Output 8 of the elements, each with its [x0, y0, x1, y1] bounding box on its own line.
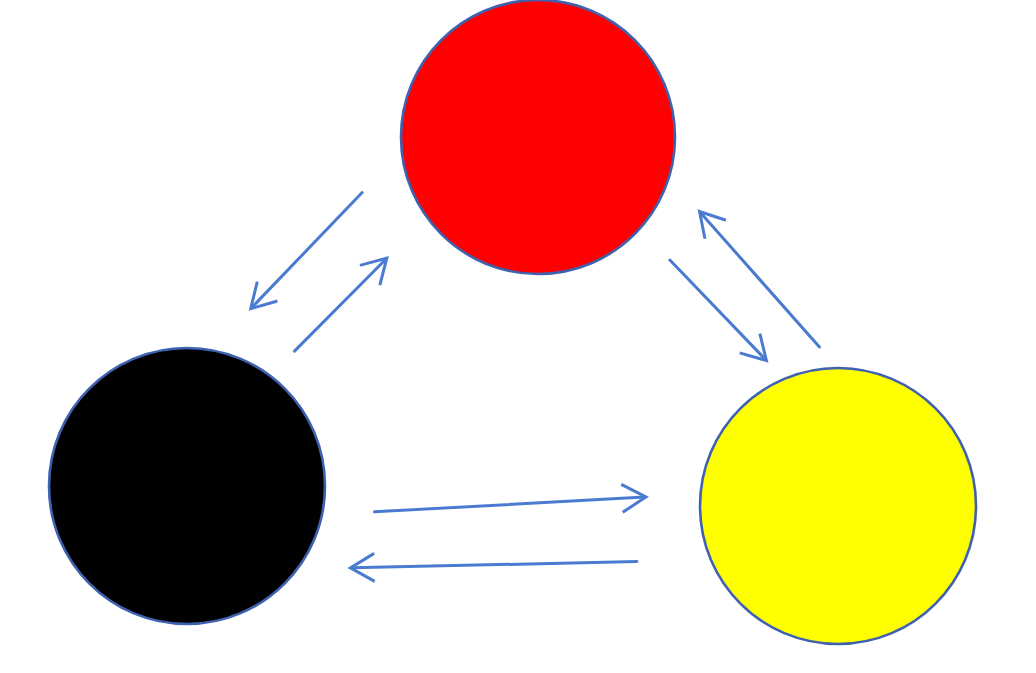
arrow — [293, 256, 389, 353]
arrow — [248, 191, 364, 311]
circle — [698, 366, 978, 646]
arrow — [697, 209, 821, 349]
arrow — [668, 258, 769, 363]
circle — [47, 346, 327, 626]
arrow — [372, 482, 649, 514]
arrow — [347, 552, 639, 583]
